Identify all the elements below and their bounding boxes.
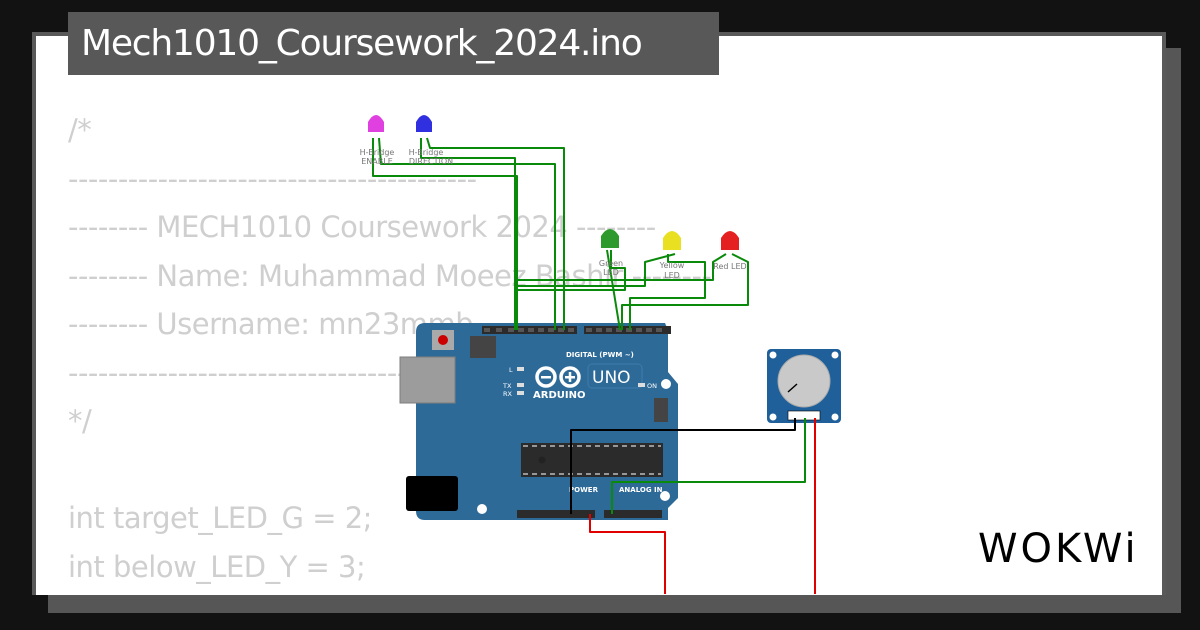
power-label: POWER [569,486,599,494]
led-label: DIRECTION [409,157,453,166]
code-line: -------- MECH1010 Coursework 2024 ------… [68,210,656,244]
uno-label: UNO [592,368,631,388]
code-line: int below_LED_Y = 3; [68,549,366,584]
code-line: int target_LED_G = 2; [68,501,372,535]
mount-hole [661,379,671,389]
led-label: LED [664,271,680,280]
mount-hole [477,504,487,514]
arduino-brand: ARDUINO [533,390,585,401]
code-line: -------- Name: Muhammad Moeez Bashir ---… [68,258,712,293]
uno-box [587,363,643,389]
icsp-header [470,336,496,358]
analog-header [604,510,662,518]
icsp2-header [654,398,668,422]
led-yellow[interactable]: Yellow LED [659,231,685,280]
reset-button-cap [438,335,448,345]
code-preview: /* --------------------------------------… [68,106,712,595]
project-title: Mech1010_Coursework_2024.ino [68,12,719,75]
arduino-uno-board[interactable]: DIGITAL (PWM ~) ARDUINO UNO L TX RX ON P… [399,323,678,520]
led-label: Red LED [713,262,746,271]
usb-port [399,356,456,404]
on-led [638,383,645,387]
wires [372,137,816,594]
project-card[interactable]: /* --------------------------------------… [32,32,1166,595]
potentiometer-knob[interactable] [777,354,831,408]
led-hbridge-enable[interactable]: H-Bridge ENABLE [360,115,395,166]
code-line: ​ [68,446,711,495]
led-hbridge-direction[interactable]: H-Bridge DIRECTION [409,115,453,166]
l-led [517,367,524,371]
led-label: ENABLE [361,157,393,166]
led-label: H-Bridge [409,148,444,157]
led-label: Green [599,259,623,268]
power-header [517,510,595,518]
led-red[interactable]: Red LED [713,231,747,271]
on-label: ON [647,382,657,390]
arduino-logo-icon [535,366,581,388]
tx-label: TX [502,382,512,390]
led-green[interactable]: Green LED [599,229,623,277]
code-line: /* [68,113,92,147]
l-led-label: L [509,366,513,374]
digital-label: DIGITAL (PWM ~) [566,351,634,359]
led-label: H-Bridge [360,148,395,157]
analog-label: ANALOG IN [619,486,663,494]
mount-hole [660,491,670,501]
power-jack [406,476,458,511]
rx-label: RX [503,390,513,398]
code-line: */ [68,404,92,438]
code-line: ----------------------------------------… [68,161,477,196]
potentiometer[interactable] [767,349,841,423]
led-label: LED [603,268,619,277]
wokwi-logo: WOKWi [978,526,1139,572]
led-label: Yellow [659,261,685,270]
